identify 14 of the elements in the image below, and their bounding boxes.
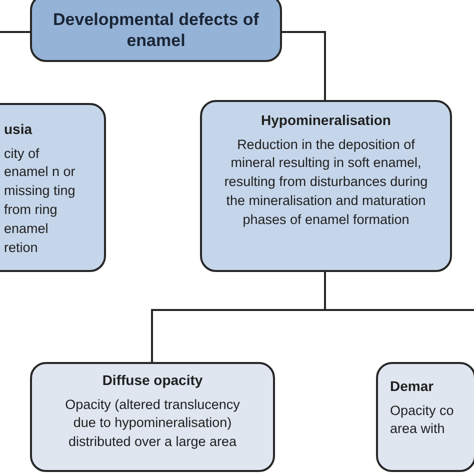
category-box [376, 362, 474, 472]
box-heading: Demar [390, 378, 434, 396]
box-heading: usia [4, 121, 32, 138]
category-box [30, 362, 275, 472]
box-heading: Developmental defects of enamel [52, 8, 260, 52]
category-box [200, 100, 452, 272]
box-description: Opacity (altered translucency due to hypomineralisation) distributed over a large area [64, 396, 241, 452]
box-heading: Diffuse opacity [102, 372, 203, 390]
box-description: Reduction in the deposition of mineral resulting in soft enamel, resulting from disturbances during the mineralisation and maturation phases of enamel formation [223, 136, 429, 230]
box-description: Opacity co area with [390, 402, 455, 438]
connector-line [282, 31, 326, 100]
root-box [30, 0, 282, 62]
box-description: city of enamel n or missing ting from ring enamel retion [4, 144, 76, 257]
box-heading: Hypomineralisation [261, 112, 391, 130]
